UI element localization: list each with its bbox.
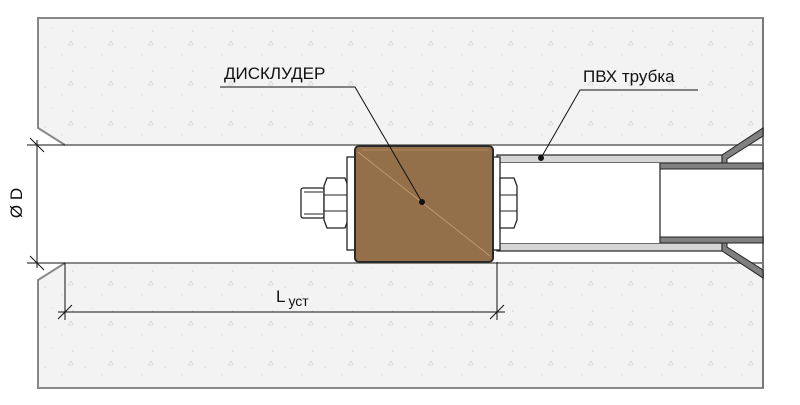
nut-left <box>323 177 349 229</box>
pvc-leader <box>540 89 698 159</box>
pvc-tube-label: ПВХ трубка <box>583 67 675 86</box>
concrete-bottom <box>37 262 764 389</box>
discluder-leader <box>220 86 423 203</box>
nut-right <box>499 177 518 229</box>
pvc-tube-top <box>496 154 723 164</box>
diameter-label: Ø D <box>7 187 27 219</box>
washer-left <box>346 156 356 251</box>
length-label-main: L <box>276 287 286 306</box>
pvc-tube-bottom <box>496 242 723 252</box>
washer-right <box>492 156 501 251</box>
inner-tube-bottom <box>659 236 764 244</box>
cone-top <box>721 127 764 164</box>
inner-tube-top <box>659 162 764 170</box>
discluder-label: ДИСКЛУДЕР <box>224 64 326 83</box>
cone-bottom <box>721 242 764 279</box>
length-label-sub: уст <box>288 293 309 309</box>
